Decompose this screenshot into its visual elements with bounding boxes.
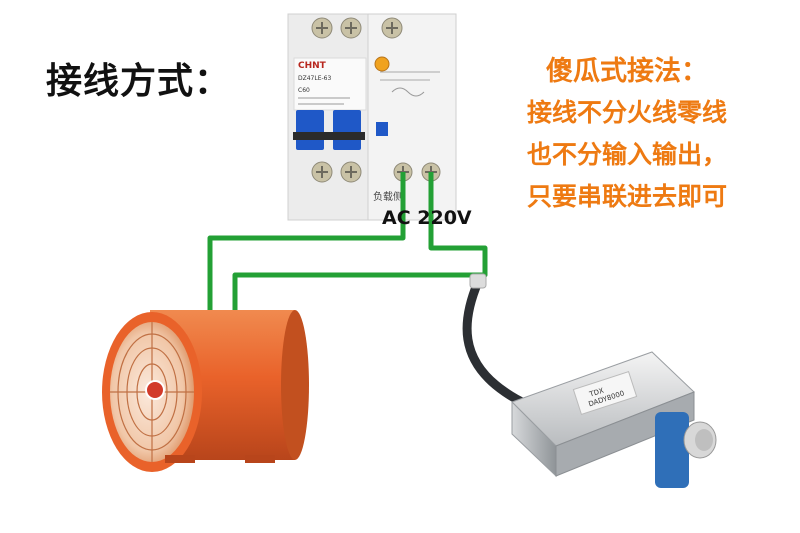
fan-feet — [165, 455, 275, 463]
breaker-model: DZ47LE-63 — [298, 75, 331, 82]
fan-logo-icon — [145, 380, 165, 400]
breaker-load-side-label: 负载侧 — [373, 190, 403, 203]
breaker-top-terminals — [311, 17, 403, 39]
breaker-fine-print — [298, 71, 440, 105]
fan-guard-grille — [110, 322, 194, 462]
axial-fan — [102, 310, 309, 472]
wire-neutral — [232, 172, 488, 318]
note-heading: 傻瓜式接法： — [546, 56, 708, 87]
controller-blue-cap — [655, 412, 689, 488]
breaker-rating: C60 — [298, 87, 310, 94]
breaker-brand: CHNT — [298, 61, 327, 71]
breaker-toggles — [293, 110, 388, 150]
note-line: 也不分输入输出， — [526, 140, 727, 169]
cable-gland — [469, 273, 487, 289]
voltage-label: AC 220V — [382, 207, 472, 229]
controller-label-plate — [572, 371, 638, 415]
speed-controller: TDX DADY8000 — [511, 351, 717, 488]
circuit-breaker: CHNT DZ47LE-63 C60 负载侧 — [287, 13, 457, 221]
wires — [207, 172, 488, 318]
test-button — [374, 56, 390, 72]
wire-live — [207, 172, 406, 318]
note-line: 只要串联进去即可 — [526, 182, 727, 211]
page-title: 接线方式： — [46, 61, 232, 102]
wiring-note: 傻瓜式接法： 接线不分火线零线 也不分输入输出， 只要串联进去即可 — [502, 52, 752, 218]
note-line: 接线不分火线零线 — [526, 98, 727, 127]
